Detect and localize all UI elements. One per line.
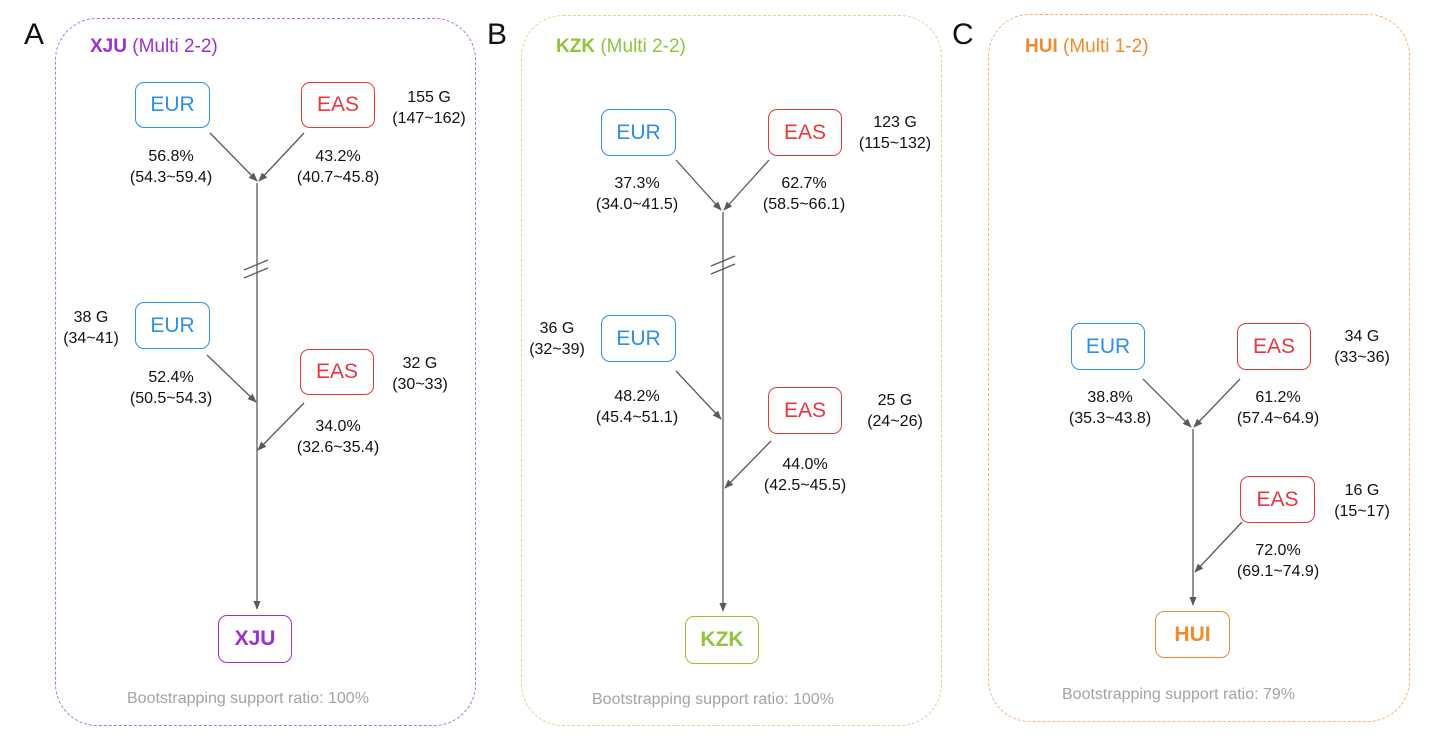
panel-b-target: KZK	[685, 616, 759, 664]
break-b-1	[710, 255, 736, 267]
panel-c-frame	[988, 14, 1410, 722]
panel-b-time-3: 25 G(24~26)	[867, 392, 923, 430]
panel-b-frame	[521, 15, 942, 726]
panel-b-time-1: 123 G(115~132)	[858, 114, 932, 152]
edge-b-eas1	[723, 159, 770, 211]
panel-a-target: XJU	[218, 615, 292, 663]
panel-a-time-2: 38 G(34~41)	[63, 309, 119, 347]
panel-a-source-eur-2: EUR	[135, 302, 210, 349]
panel-a-time-3: 32 G(30~33)	[392, 355, 448, 393]
panel-letter-c: C	[952, 18, 974, 51]
edge-a-eas1	[258, 132, 305, 182]
panel-a-prop-eur-1: 56.8%(54.3~59.4)	[129, 148, 213, 186]
panel-c-bootstrap: Bootstrapping support ratio: 79%	[1062, 686, 1296, 703]
panel-a-time-1: 155 G(147~162)	[392, 89, 466, 127]
panel-b-prop-eur-1: 37.3%(34.0~41.5)	[595, 175, 679, 213]
panel-c-title: HUI (Multi 1-2)	[1025, 36, 1149, 58]
panel-b-prop-eur-2: 48.2%(45.4~51.1)	[595, 388, 679, 426]
panel-b-title-code: KZK	[556, 36, 596, 57]
panel-b-prop-eas-2: 44.0%(42.5~45.5)	[763, 456, 847, 494]
panel-b-source-eas-2: EAS	[768, 387, 842, 434]
panel-c-prop-eur-1: 38.8%(35.3~43.8)	[1068, 389, 1152, 427]
edge-c-eas1	[1193, 378, 1241, 428]
edge-c-eur1	[1142, 378, 1192, 428]
edge-c-eas2	[1194, 521, 1243, 573]
break-b-2	[710, 263, 736, 275]
break-a-2	[243, 267, 269, 279]
edge-a-eas2	[257, 402, 305, 451]
panel-c-time-2: 16 G(15~17)	[1334, 482, 1390, 520]
panel-c-target: HUI	[1155, 611, 1230, 658]
panel-letter-b: B	[487, 18, 508, 51]
panel-a-title-code: XJU	[90, 36, 127, 57]
panel-a-prop-eas-1: 43.2%(40.7~45.8)	[296, 148, 380, 186]
panel-c-title-code: HUI	[1025, 36, 1058, 57]
panel-b-title-model: (Multi 2-2)	[600, 36, 686, 57]
panel-a-source-eas-2: EAS	[300, 349, 374, 395]
panel-a-frame	[55, 18, 476, 726]
panel-b-title: KZK (Multi 2-2)	[556, 36, 686, 58]
panel-c-source-eas-1: EAS	[1237, 323, 1311, 370]
panel-a-title: XJU (Multi 2-2)	[90, 36, 218, 58]
edge-b-eur1	[675, 159, 722, 211]
panel-b-prop-eas-1: 62.7%(58.5~66.1)	[762, 175, 846, 213]
panel-a-bootstrap: Bootstrapping support ratio: 100%	[127, 690, 369, 707]
panel-a-title-model: (Multi 2-2)	[132, 36, 218, 57]
panel-c-source-eas-2: EAS	[1240, 476, 1315, 523]
panel-b-time-2: 36 G(32~39)	[529, 320, 585, 358]
panel-c-prop-eas-2: 72.0%(69.1~74.9)	[1236, 542, 1320, 580]
panel-a-source-eur-1: EUR	[135, 82, 210, 128]
break-a-1	[243, 259, 269, 271]
panel-letter-a: A	[24, 18, 45, 51]
panel-c-prop-eas-1: 61.2%(57.4~64.9)	[1236, 389, 1320, 427]
panel-c-title-model: (Multi 1-2)	[1063, 36, 1149, 57]
panel-b-source-eur-2: EUR	[601, 315, 676, 362]
panel-b-source-eas-1: EAS	[768, 109, 842, 156]
panel-c-time-1: 34 G(33~36)	[1334, 328, 1390, 366]
panel-a-prop-eas-2: 34.0%(32.6~35.4)	[296, 418, 380, 456]
edge-a-eur2	[206, 354, 257, 403]
panel-a-source-eas-1: EAS	[301, 82, 375, 128]
panel-b-bootstrap: Bootstrapping support ratio: 100%	[592, 691, 834, 708]
edge-b-eur2	[675, 370, 722, 420]
edge-b-eas2	[724, 440, 772, 489]
edge-a-eur1	[209, 132, 258, 182]
panel-c-source-eur-1: EUR	[1071, 323, 1145, 370]
panel-a-prop-eur-2: 52.4%(50.5~54.3)	[129, 369, 213, 407]
panel-b-source-eur-1: EUR	[601, 109, 676, 156]
